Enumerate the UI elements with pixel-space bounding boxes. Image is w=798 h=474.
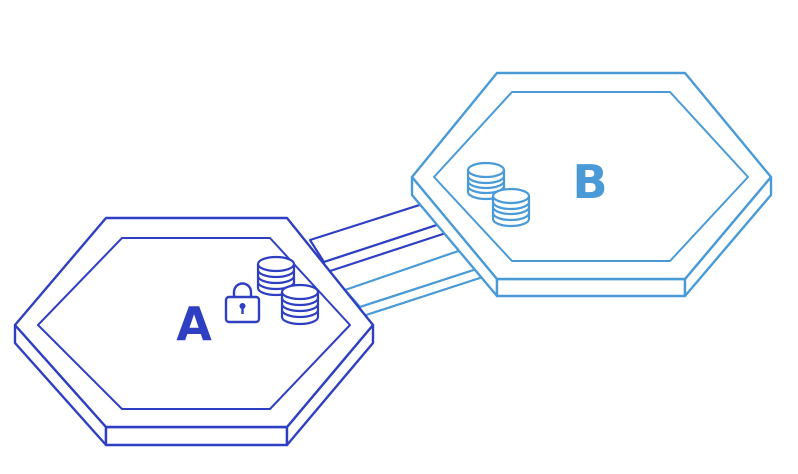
lock-icon <box>224 282 261 324</box>
coin-stack-icon <box>491 187 531 228</box>
coin-stack-icon <box>280 283 320 326</box>
platform-a-label: A <box>176 297 212 351</box>
platform-b-label: B <box>572 155 607 209</box>
